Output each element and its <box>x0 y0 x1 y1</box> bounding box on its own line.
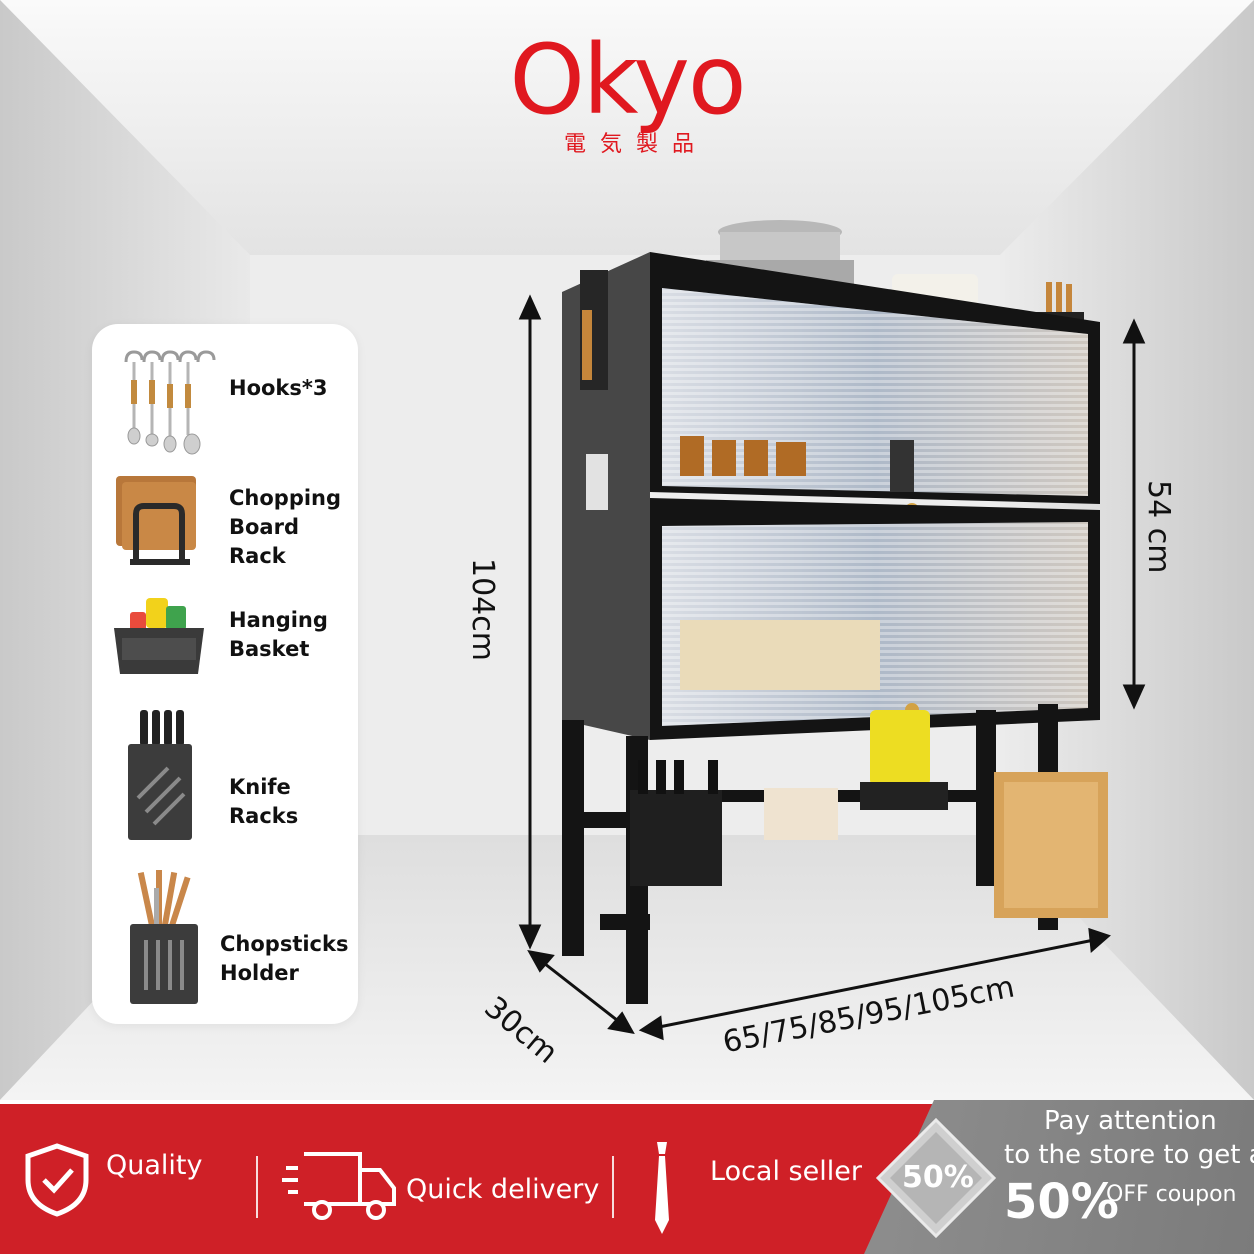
accessories-panel: Hooks*3 Chopping Board Rack Hanging Bask… <box>92 324 358 1024</box>
knife-rack-icon <box>128 710 192 840</box>
shield-check-icon <box>25 1143 89 1217</box>
chopsticks-holder-icon <box>130 870 198 1004</box>
accessory-label-chopsticks-holder: Chopsticks Holder <box>220 932 349 985</box>
feature-separator <box>256 1156 258 1218</box>
brand-name: Okyo <box>509 24 746 136</box>
height-label: 104cm <box>465 558 500 661</box>
promo-suffix: OFF coupon <box>1106 1182 1237 1207</box>
discount-badge-icon <box>876 1118 996 1238</box>
feature-separator <box>612 1156 614 1218</box>
brand-logo: Okyo 電気製品 <box>0 30 1254 158</box>
accessory-label-hanging-basket: Hanging Basket <box>229 608 328 661</box>
dimension-arrows <box>518 294 1146 1041</box>
delivery-truck-icon <box>282 1152 396 1220</box>
feature-quick-delivery: Quick delivery <box>406 1174 600 1205</box>
promo-big-percent: 50% <box>1004 1174 1119 1230</box>
promo-badge-text: 50% <box>902 1160 974 1195</box>
cabinet-height-label: 54 cm <box>1141 480 1176 574</box>
accessory-label-knife-racks: Knife Racks <box>229 775 299 828</box>
hooks-icon <box>124 350 216 455</box>
feature-local-seller: Local seller <box>710 1156 862 1187</box>
tie-icon <box>655 1142 669 1234</box>
promo-line-1: Pay attention <box>1044 1106 1217 1136</box>
chopping-board-rack-icon <box>116 476 196 565</box>
feature-quality: Quality <box>106 1150 203 1181</box>
kitchen-cabinet-rack-image <box>562 220 1108 1004</box>
promo-line-2: to the store to get a <box>1004 1140 1254 1170</box>
accessory-label-chopping-board-rack: Chopping Board Rack <box>229 486 342 568</box>
hanging-basket-icon <box>114 598 204 674</box>
accessory-label-hooks: Hooks*3 <box>229 376 328 400</box>
brand-subtitle: 電気製品 <box>563 132 708 157</box>
